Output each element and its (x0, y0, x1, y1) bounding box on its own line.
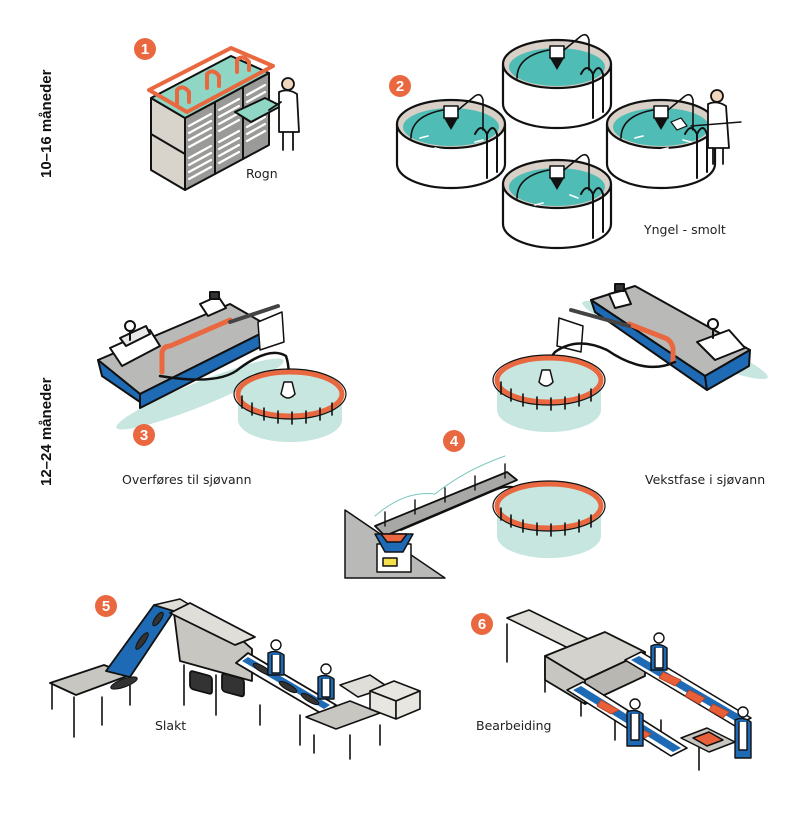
tank-left (395, 93, 507, 190)
step-label-4: Vekstfase i sjøvann (645, 472, 766, 487)
worker-1 (267, 639, 285, 676)
tank-bottom (501, 153, 613, 250)
crane-support (556, 317, 584, 353)
walkway-railing (374, 455, 506, 517)
sea-pen-lower (492, 480, 606, 558)
fry-tanks-illustration (395, 33, 742, 250)
stacked-boxes (369, 680, 421, 720)
feed-silo (374, 533, 414, 573)
sea-pen (233, 368, 347, 442)
fry-fish (419, 135, 692, 206)
wellboat-transfer-illustration (97, 291, 347, 442)
tank-right (605, 93, 717, 190)
step-label-1: Rogn (246, 166, 278, 181)
crane-support (257, 311, 285, 351)
wellboat (590, 283, 751, 391)
step-badge-1: 1 (134, 38, 156, 60)
stun-machine (169, 602, 256, 698)
step-label-3: Overføres til sjøvann (122, 472, 252, 487)
transfer-pipe-orange (626, 321, 676, 365)
step-badge-6: 6 (471, 613, 493, 635)
drawer-lines (187, 83, 267, 181)
processing-line-illustration (506, 609, 752, 771)
step-badge-3: 3 (133, 424, 155, 446)
crane-arm (228, 304, 280, 324)
fillet-tray (680, 727, 736, 753)
step-label-5: Slakt (155, 718, 187, 733)
walkway (374, 471, 518, 537)
period-label-freshwater: 10–16 måneder (38, 69, 55, 178)
boat-wake (116, 358, 284, 430)
worker-2 (317, 663, 335, 700)
legs (51, 664, 381, 760)
worker-3 (734, 706, 752, 759)
transfer-pipe-orange (159, 317, 233, 375)
slaughter-line-illustration (49, 598, 421, 760)
step-label-6: Bearbeiding (476, 718, 552, 733)
tank-top (501, 33, 613, 130)
step-label-2: Yngel - smolt (644, 222, 726, 237)
worker-2 (626, 698, 644, 747)
incubator-illustration (147, 46, 300, 191)
step-badge-4: 4 (443, 430, 465, 452)
incubator-pipe-frame (147, 46, 275, 114)
crane-arm (569, 308, 631, 328)
growth-phase-illustration (344, 283, 768, 579)
fish-pump-head (538, 369, 554, 387)
technician-figure (670, 89, 742, 165)
sea-pen-upper (492, 354, 606, 432)
transfer-hose (158, 351, 290, 384)
fish-pump-head (280, 381, 296, 399)
step-badge-5: 5 (95, 595, 117, 617)
step-badge-2: 2 (389, 75, 411, 97)
technician-figure (268, 77, 300, 151)
wellboat (97, 291, 273, 409)
worker-1 (650, 632, 668, 671)
period-label-seawater: 12–24 måneder (38, 377, 55, 486)
